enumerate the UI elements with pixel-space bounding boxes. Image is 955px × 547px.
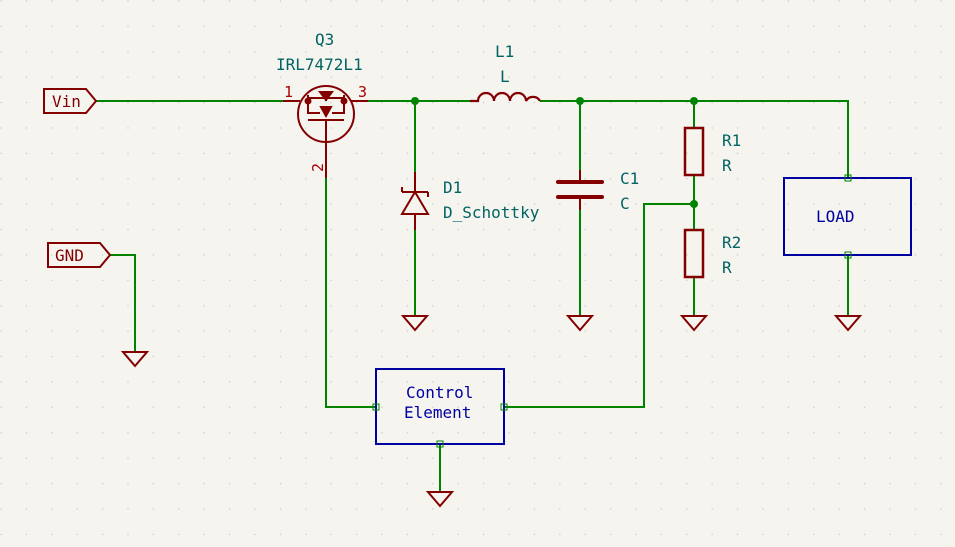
- load-label: LOAD: [816, 207, 855, 226]
- q3-value: IRL7472L1: [276, 55, 363, 74]
- diode-d1[interactable]: [400, 172, 430, 230]
- inductor-l1[interactable]: [470, 91, 541, 106]
- c1-reference: C1: [620, 169, 639, 188]
- resistor-r1[interactable]: [683, 126, 705, 177]
- ground-symbol-control: [425, 491, 455, 508]
- l1-value: L: [500, 67, 510, 86]
- ground-symbol-load: [833, 315, 863, 332]
- ground-symbol-d1: [400, 315, 430, 332]
- q3-pin2: 2: [309, 163, 327, 172]
- r1-reference: R1: [722, 131, 741, 150]
- control-label-line1: Control: [406, 383, 473, 402]
- wire-feedback[interactable]: [504, 203, 694, 408]
- r2-reference: R2: [722, 233, 741, 252]
- resistor-r2[interactable]: [683, 228, 705, 279]
- ground-symbol-r2: [679, 315, 709, 332]
- junction-dot: [690, 97, 698, 105]
- wire-gnd-port[interactable]: [110, 254, 136, 352]
- q3-pin3: 3: [358, 83, 367, 101]
- c1-value: C: [620, 194, 630, 213]
- control-element-block[interactable]: [372, 368, 508, 448]
- ground-symbol-gnd-port: [120, 351, 150, 368]
- load-block[interactable]: [783, 174, 912, 259]
- junction-dot: [411, 97, 419, 105]
- port-vin-label: Vin: [52, 92, 81, 111]
- wire-gate-to-control[interactable]: [325, 178, 376, 408]
- ground-symbol-c1: [565, 315, 595, 332]
- q3-reference: Q3: [315, 30, 334, 49]
- wire-l1-to-load[interactable]: [540, 100, 849, 178]
- junction-dot: [690, 200, 698, 208]
- port-gnd[interactable]: GND: [47, 242, 112, 268]
- port-vin[interactable]: Vin: [43, 88, 98, 114]
- wires: [96, 100, 849, 492]
- control-label-line2: Element: [404, 403, 471, 422]
- mosfet-q3[interactable]: [283, 85, 368, 178]
- l1-reference: L1: [495, 42, 514, 61]
- ground-symbols: [120, 315, 863, 508]
- r1-value: R: [722, 156, 732, 175]
- port-gnd-label: GND: [55, 246, 84, 265]
- q3-pin1: 1: [284, 83, 293, 101]
- junction-dot: [576, 97, 584, 105]
- d1-value: D_Schottky: [443, 203, 540, 222]
- d1-reference: D1: [443, 178, 462, 197]
- r2-value: R: [722, 258, 732, 277]
- junctions: [411, 97, 698, 208]
